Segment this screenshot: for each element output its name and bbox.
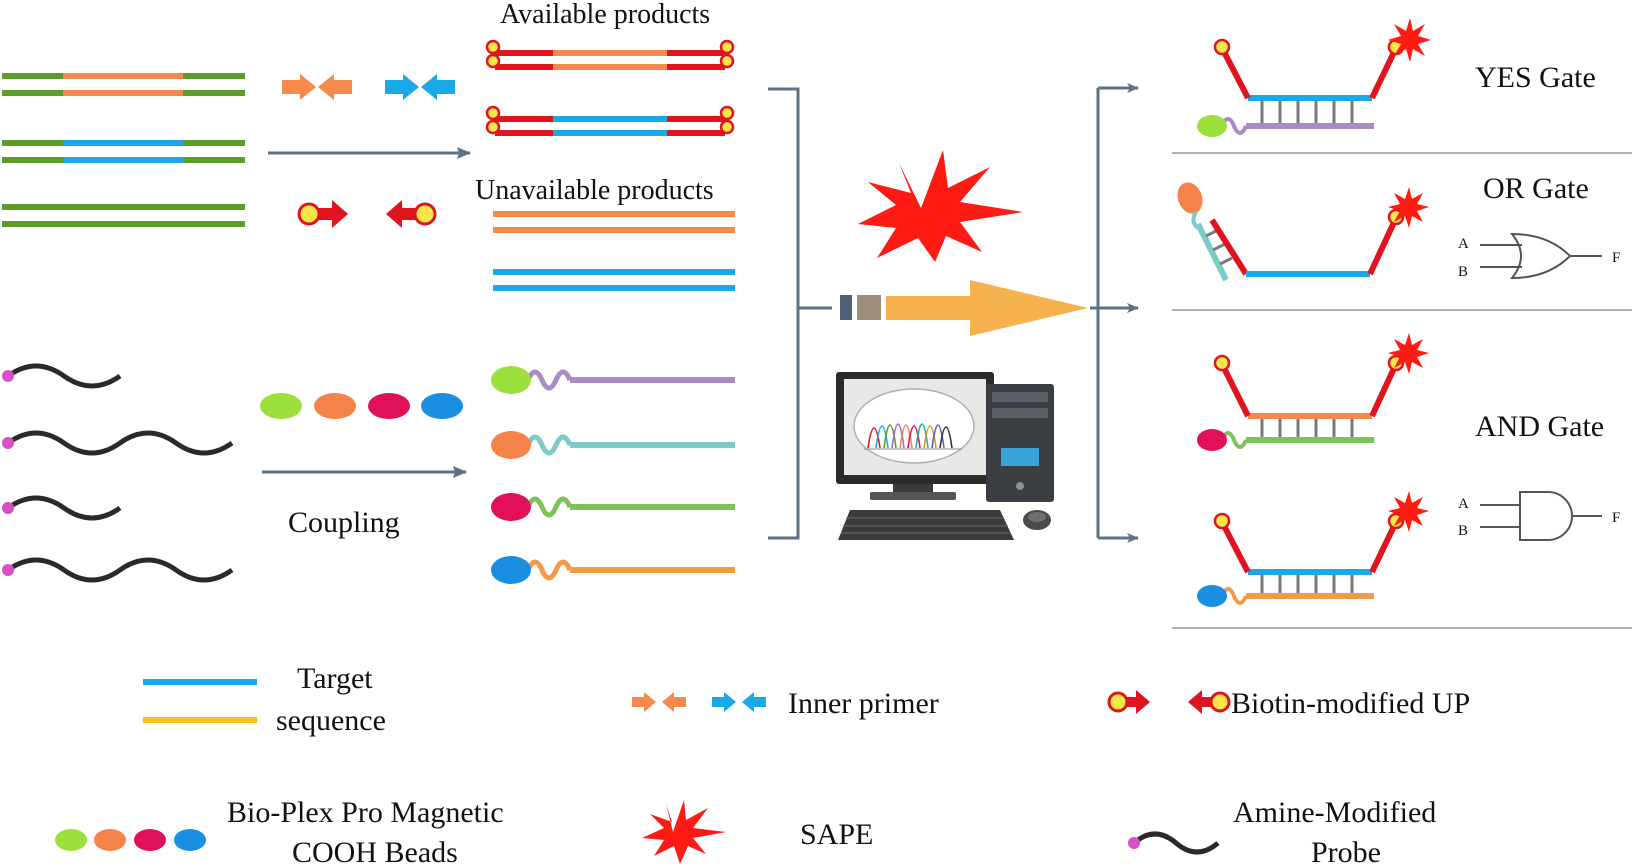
legend-beads-line1: Bio-Plex Pro Magnetic: [227, 796, 504, 829]
conjugate-green: [491, 366, 735, 394]
inner-primer-blue-icon: [385, 74, 455, 100]
probe-3: [2, 495, 122, 521]
conjugate-blue: [491, 556, 735, 584]
or-gate-icon: A B F: [1458, 232, 1620, 280]
probe-1: [2, 363, 122, 389]
available-products-label: Available products: [500, 0, 710, 30]
legend-target-line1: Target: [297, 662, 373, 695]
or-input-a-label: A: [1458, 236, 1469, 252]
legend-probe-line1: Amine-Modified: [1233, 796, 1436, 829]
sape-star-icon: [1388, 187, 1429, 228]
yes-gate-construct: [1197, 18, 1431, 137]
legend-beads: Bio-Plex Pro Magnetic COOH Beads: [55, 796, 504, 867]
inner-primer-orange-icon: [632, 692, 656, 712]
legend-biotin-up: Biotin-modified UP: [1107, 687, 1470, 720]
or-gate-label: OR Gate: [1483, 172, 1589, 205]
and-gate-label: AND Gate: [1475, 410, 1604, 443]
unavailable-product-blue: [493, 269, 735, 291]
bead-probe-conjugates: [491, 366, 735, 584]
available-product-orange: [485, 39, 735, 70]
flow-cytometer-icon: [840, 280, 1088, 336]
legend-inner-primer-label: Inner primer: [788, 687, 939, 720]
bead-blue: [421, 393, 463, 419]
sape-star-icon: [1388, 491, 1429, 532]
or-output-f-label: F: [1612, 250, 1620, 266]
strand-orange-template: [2, 73, 245, 96]
legend-target-sequence: Target sequence: [143, 662, 386, 737]
sape-star-icon: [1388, 18, 1431, 62]
sape-star-icon: [1388, 333, 1429, 374]
template-strands: [2, 73, 245, 227]
probe-2: [2, 430, 234, 456]
or-gate-construct: [1177, 182, 1429, 282]
computer-icon: [836, 372, 1054, 540]
coupling-label: Coupling: [288, 506, 400, 539]
biotin-up-primer-forward-icon: [297, 200, 348, 228]
probe-4: [2, 557, 234, 583]
legend-inner-primer: Inner primer: [632, 687, 939, 720]
merge-bracket: [768, 87, 800, 540]
legend-sape-label: SAPE: [800, 818, 873, 851]
legend-target-line2: sequence: [276, 704, 386, 737]
bead-orange: [314, 393, 356, 419]
yes-gate-label: YES Gate: [1475, 61, 1596, 94]
biotin-up-primer-reverse-icon: [386, 200, 437, 228]
and-input-b-label: B: [1458, 523, 1468, 539]
sape-star-icon: [642, 800, 726, 864]
amine-probes: [2, 363, 234, 583]
legend-probe: Amine-Modified Probe: [1128, 796, 1436, 867]
unavailable-products-label: Unavailable products: [475, 175, 714, 206]
legend-beads-line2: COOH Beads: [292, 836, 458, 867]
legend-probe-line2: Probe: [1311, 836, 1381, 867]
and-gate-construct-bottom: [1197, 491, 1429, 607]
conjugate-magenta: [491, 493, 735, 521]
bead-green: [260, 393, 302, 419]
sape-star-icon: [858, 150, 1023, 262]
legend-biotin-up-label: Biotin-modified UP: [1231, 687, 1470, 720]
legend-sape: SAPE: [642, 800, 873, 864]
conjugate-orange: [491, 431, 735, 459]
inner-primer-orange-icon: [282, 74, 352, 100]
and-gate-icon: A B F: [1458, 491, 1620, 541]
or-input-b-label: B: [1458, 264, 1468, 280]
legend: Target sequence Inner primer Biotin-modi…: [55, 662, 1470, 867]
bead-magenta: [368, 393, 410, 419]
and-output-f-label: F: [1612, 510, 1620, 526]
inner-primer-blue-icon: [712, 692, 736, 712]
strand-green-only: [2, 204, 245, 227]
and-gate-construct-top: [1197, 333, 1429, 451]
available-product-blue: [485, 105, 735, 136]
beads-row: [260, 393, 463, 419]
distribution-bracket: [1090, 83, 1139, 543]
unavailable-product-orange: [493, 211, 735, 233]
and-input-a-label: A: [1458, 496, 1469, 512]
strand-blue-template: [2, 140, 245, 163]
